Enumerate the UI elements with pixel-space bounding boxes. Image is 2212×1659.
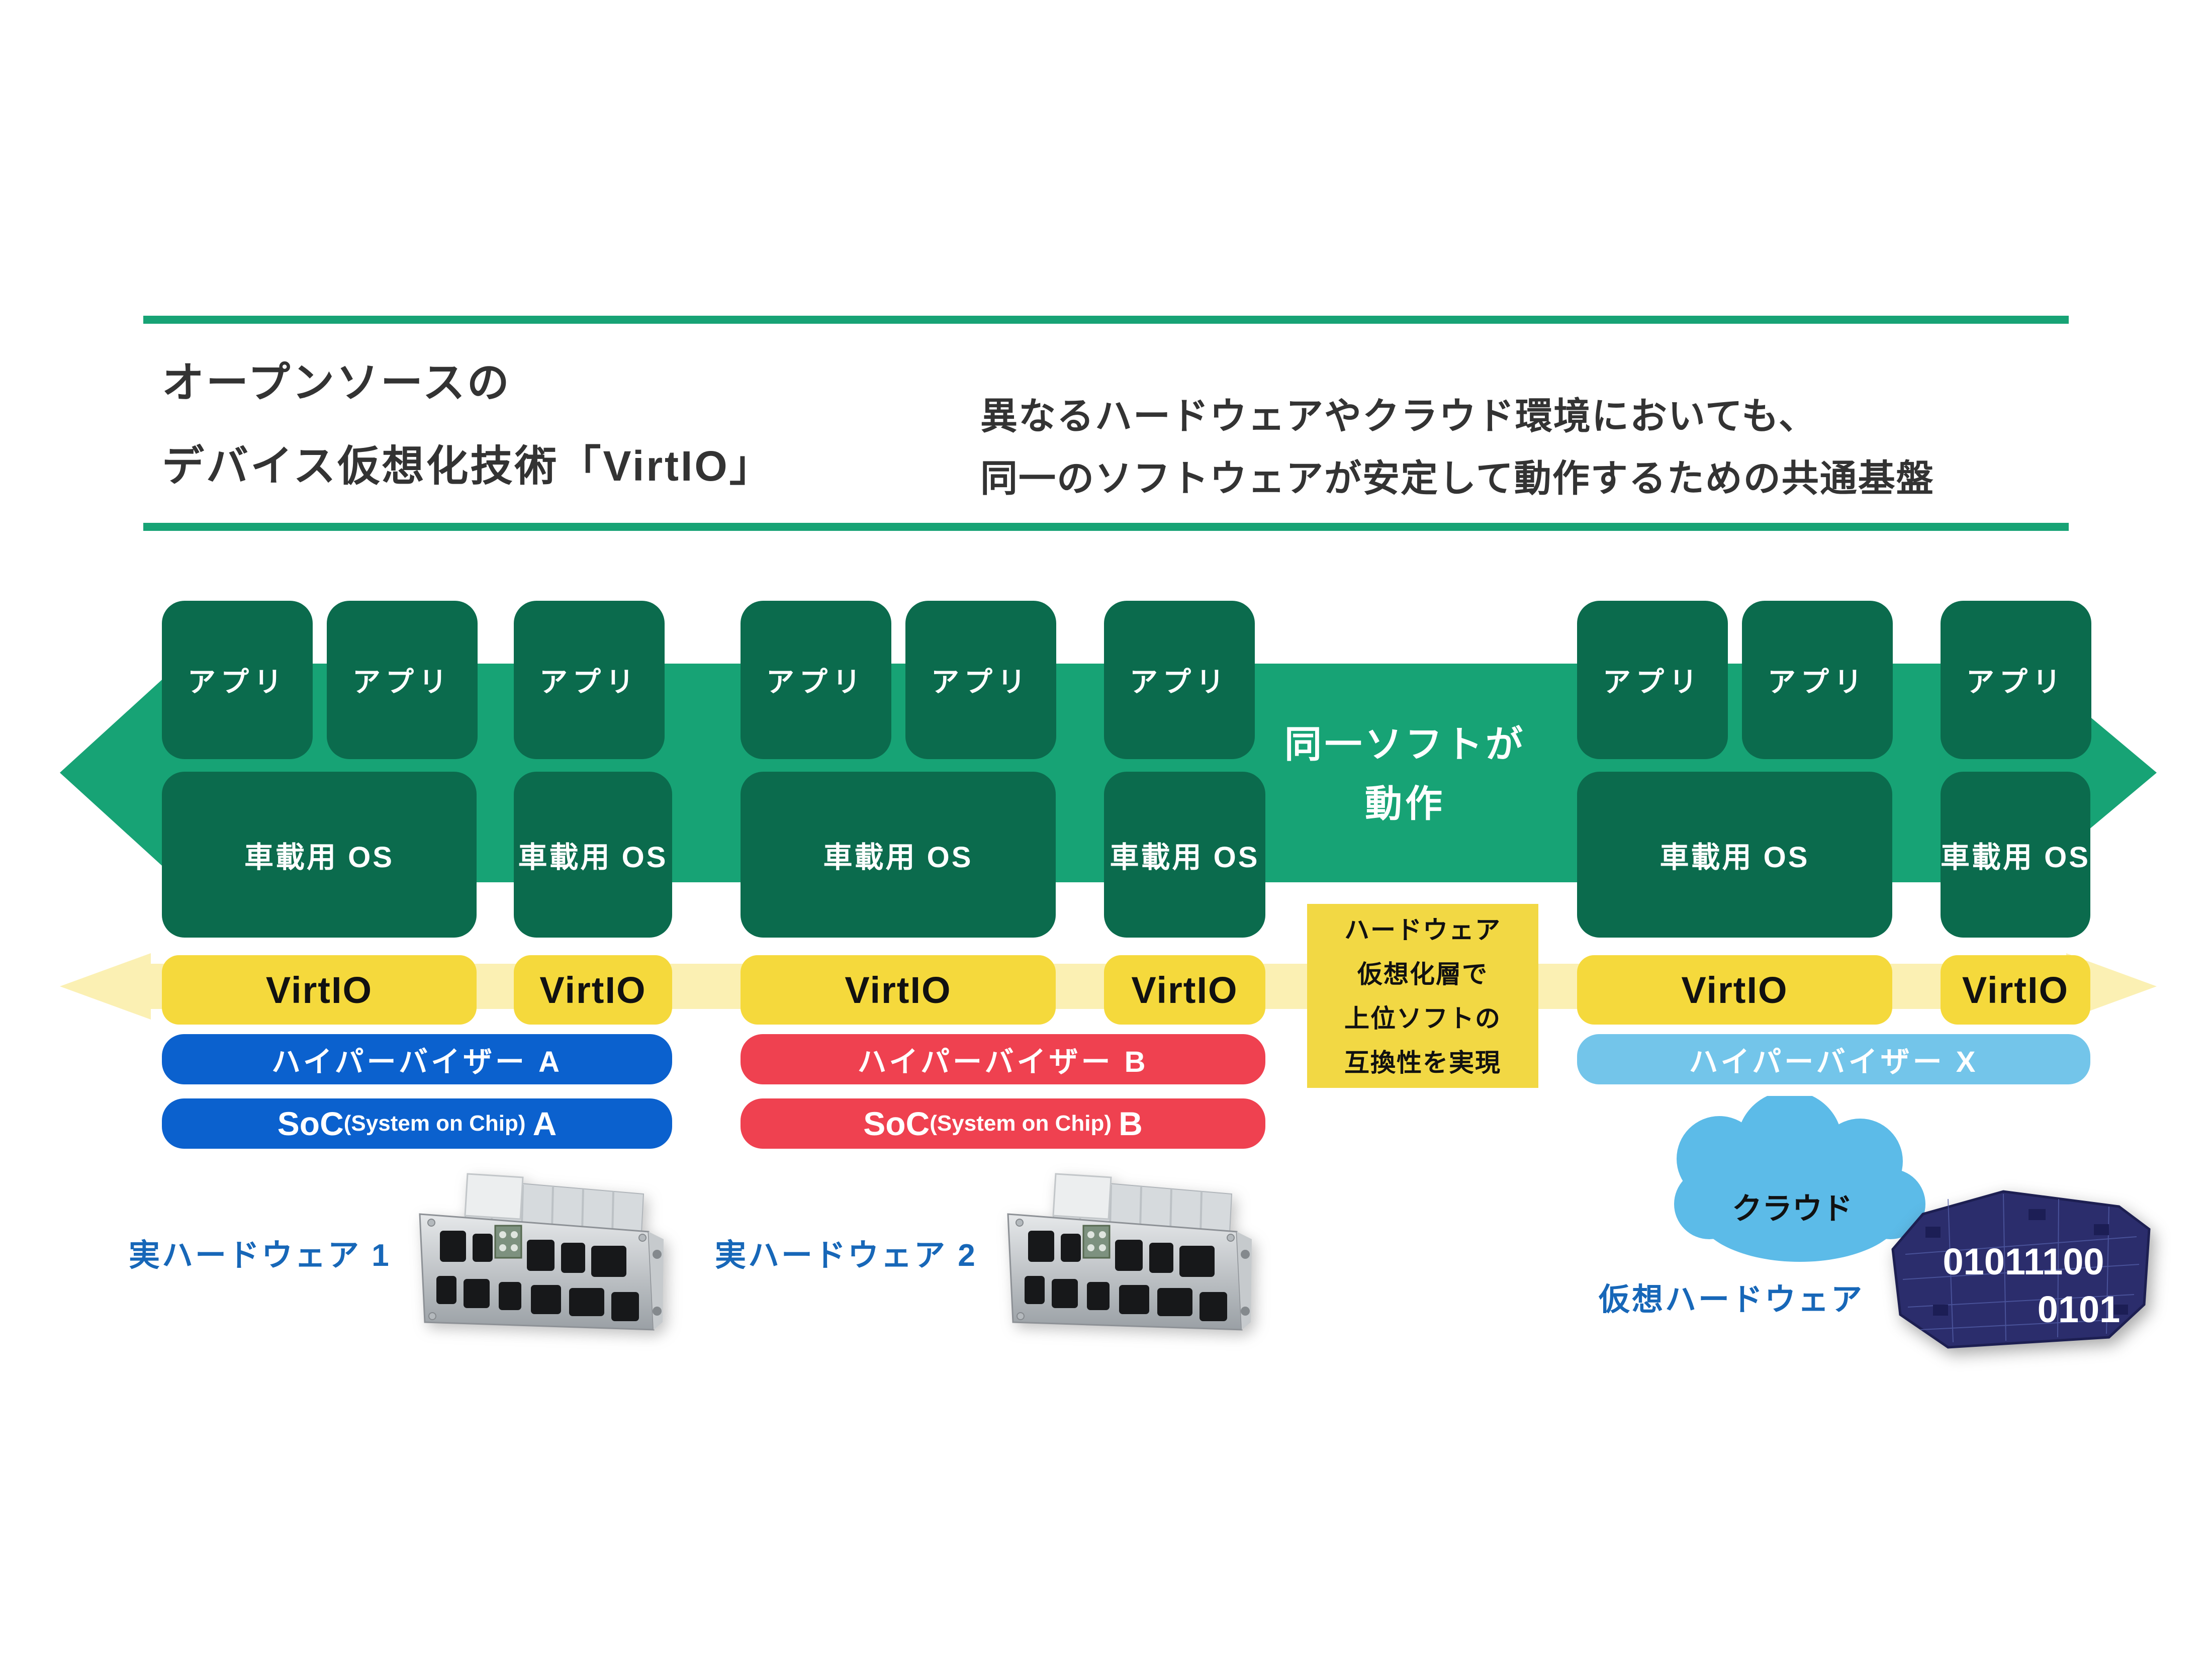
ecu-photo-2	[1007, 1173, 1252, 1331]
cloud-graphic: クラウド	[1674, 1096, 1925, 1262]
os-label: 車載用 OS	[1941, 841, 2090, 874]
virtio-box-narrow: VirtIO	[1104, 955, 1265, 1025]
os-box-wide: 車載用 OS	[1577, 772, 1892, 938]
hypervisor-b-label: ハイパーバイザー B	[857, 1046, 1149, 1078]
app-box: アプリ	[1941, 601, 2091, 759]
app-box: アプリ	[1104, 601, 1255, 759]
hypervisor-a-label: ハイパーバイザー A	[271, 1046, 563, 1078]
hypervisor-a-bar: ハイパーバイザー A	[162, 1034, 672, 1084]
os-box-narrow: 車載用 OS	[1941, 772, 2090, 938]
virtio-label: VirtIO	[1681, 969, 1788, 1011]
virtio-box-wide: VirtIO	[1577, 955, 1892, 1025]
virtual-hardware-label: 仮想ハードウェア	[1599, 1282, 1865, 1317]
band-label-line-1: 同一ソフトが	[1284, 723, 1526, 765]
note-line-4: 互換性を実現	[1344, 1049, 1501, 1077]
hypervisor-b-bar: ハイパーバイザー B	[741, 1034, 1265, 1084]
app-label: アプリ	[1768, 666, 1867, 698]
soc-a-suffix: A	[532, 1105, 557, 1142]
virtio-box-narrow: VirtIO	[514, 955, 672, 1025]
app-label: アプリ	[539, 666, 639, 698]
app-label: アプリ	[931, 666, 1031, 698]
bracket-hole	[653, 1250, 662, 1259]
hypervisor-x-label: ハイパーバイザー X	[1689, 1046, 1979, 1078]
virtual-chip-graphic: 01011100 0101	[1891, 1190, 2151, 1349]
bracket-hole	[653, 1307, 662, 1316]
os-box-wide: 車載用 OS	[162, 772, 477, 938]
virtio-note: ハードウェア 仮想化層で 上位ソフトの 互換性を実現	[1307, 904, 1538, 1088]
app-label: アプリ	[1603, 666, 1702, 698]
band-label: 同一ソフトが 動作	[1232, 715, 1579, 834]
app-box: アプリ	[162, 601, 313, 759]
app-box: アプリ	[327, 601, 478, 759]
virtio-box-wide: VirtIO	[162, 955, 477, 1025]
app-label: アプリ	[766, 666, 866, 698]
virtio-label: VirtIO	[1962, 969, 2069, 1011]
virtio-label: VirtIO	[265, 969, 373, 1011]
os-label: 車載用 OS	[244, 841, 394, 874]
hypervisor-x-bar: ハイパーバイザー X	[1577, 1034, 2090, 1084]
soc-b-paren: (System on Chip)	[930, 1111, 1112, 1136]
page-title: オープンソースの デバイス仮想化技術「VirtIO」	[162, 341, 774, 508]
app-label: アプリ	[1966, 666, 2066, 698]
ecu-photo-1	[419, 1173, 664, 1331]
connector-slots	[1025, 1231, 1227, 1321]
bracket-hole	[1241, 1307, 1250, 1316]
soc-a-bar: SoC(System on Chip)A	[162, 1098, 672, 1149]
subtitle-line-2: 同一のソフトウェアが安定して動作するための共通基盤	[980, 457, 1934, 499]
soc-b-suffix: B	[1119, 1105, 1143, 1142]
virtio-box-narrow: VirtIO	[1941, 955, 2090, 1025]
green-connector	[494, 1225, 522, 1259]
virtio-box-wide: VirtIO	[741, 955, 1056, 1025]
soc-b-bar: SoC(System on Chip) B	[741, 1098, 1265, 1149]
soc-a-main: SoC	[277, 1105, 344, 1142]
os-box-wide: 車載用 OS	[741, 772, 1056, 938]
os-label: 車載用 OS	[823, 841, 973, 874]
title-line-2: デバイス仮想化技術「VirtIO」	[162, 442, 774, 490]
bracket-hole	[1241, 1250, 1250, 1259]
chip-body	[1891, 1190, 2151, 1349]
green-connector-pins	[499, 1231, 518, 1251]
app-box: アプリ	[1577, 601, 1728, 759]
chip-pads	[1925, 1209, 2128, 1316]
screws	[427, 1219, 647, 1320]
bottom-divider	[143, 523, 2069, 531]
subtitle: 異なるハードウェアやクラウド環境においても、 同一のソフトウェアが安定して動作す…	[980, 385, 1934, 510]
virtio-label: VirtIO	[1131, 969, 1238, 1011]
app-box: アプリ	[741, 601, 891, 759]
os-label: 車載用 OS	[518, 841, 668, 874]
app-box: アプリ	[514, 601, 665, 759]
note-line-2: 仮想化層で	[1357, 960, 1488, 988]
note-line-1: ハードウェア	[1344, 916, 1501, 944]
clear-block	[464, 1173, 524, 1220]
os-box-narrow: 車載用 OS	[1104, 772, 1265, 938]
binary-line-2: 0101	[2038, 1288, 2121, 1330]
title-line-1: オープンソースの	[162, 359, 511, 406]
app-label: アプリ	[352, 666, 452, 698]
screws	[1016, 1219, 1235, 1320]
real-hardware-1-label: 実ハードウェア 1	[129, 1238, 391, 1273]
subtitle-line-1: 異なるハードウェアやクラウド環境においても、	[980, 395, 1817, 437]
green-connector	[1082, 1225, 1111, 1259]
note-line-3: 上位ソフトの	[1344, 1004, 1501, 1033]
band-label-line-2: 動作	[1365, 783, 1445, 824]
os-label: 車載用 OS	[1660, 841, 1810, 874]
app-box: アプリ	[905, 601, 1056, 759]
green-connector-pins	[1087, 1231, 1106, 1251]
cloud-label: クラウド	[1732, 1192, 1853, 1226]
os-box-narrow: 車載用 OS	[514, 772, 672, 938]
cloud-shape	[1674, 1096, 1925, 1262]
soc-b-main: SoC	[863, 1105, 930, 1142]
real-hardware-2-label: 実ハードウェア 2	[715, 1238, 977, 1273]
app-box: アプリ	[1742, 601, 1893, 759]
top-divider	[143, 316, 2069, 324]
app-label: アプリ	[188, 666, 287, 698]
virtio-label: VirtIO	[845, 969, 952, 1011]
connector-slots	[436, 1231, 639, 1321]
binary-line-1: 01011100	[1943, 1241, 2104, 1282]
app-label: アプリ	[1130, 666, 1229, 698]
virtio-label: VirtIO	[539, 969, 647, 1011]
soc-a-paren: (System on Chip)	[343, 1111, 526, 1136]
clear-block	[1052, 1173, 1112, 1220]
os-label: 車載用 OS	[1110, 841, 1260, 874]
